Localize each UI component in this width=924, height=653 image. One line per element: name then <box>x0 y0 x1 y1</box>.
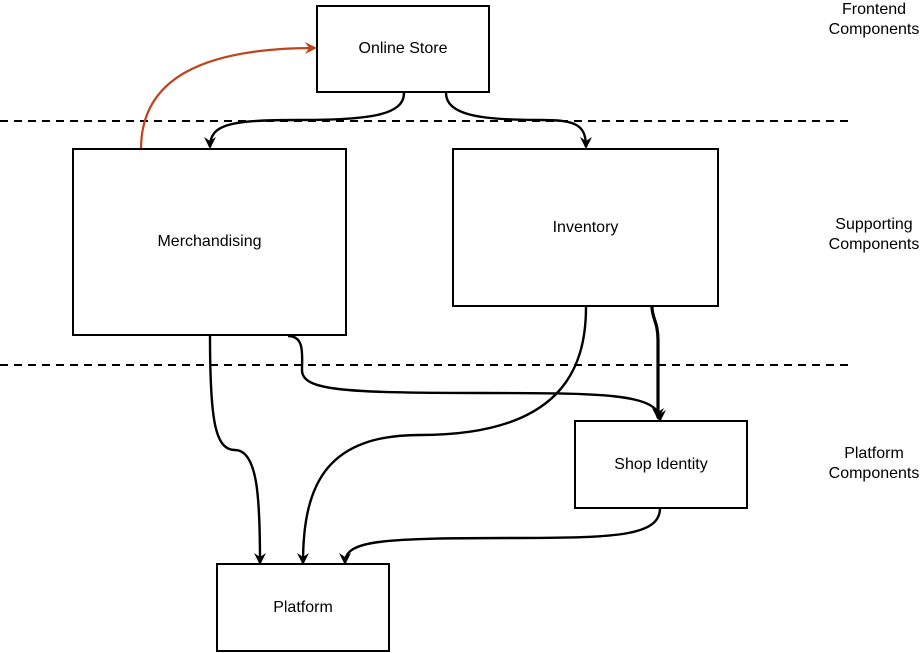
edge-inventory-to-platform <box>297 306 588 565</box>
edge-inventory-to-shop-identity <box>650 306 664 420</box>
layer-label-platform-line1: Platform <box>844 445 904 462</box>
layer-label-supporting: Supporting Components <box>824 215 924 255</box>
node-shop-identity-label: Shop Identity <box>614 455 708 473</box>
node-inventory[interactable]: Inventory <box>452 148 719 307</box>
node-merchandising-label: Merchandising <box>157 233 262 250</box>
layer-label-platform-line2: Components <box>828 465 920 482</box>
node-platform-label: Platform <box>273 598 333 616</box>
layer-label-frontend-line1: Frontend <box>841 1 907 18</box>
layer-label-frontend: Frontend Components <box>824 0 924 40</box>
edge-online-store-to-inventory <box>444 92 592 149</box>
edge-merchandising-to-shop-identity <box>287 334 666 422</box>
node-platform[interactable]: Platform <box>216 563 390 652</box>
layer-label-supporting-line2: Components <box>828 236 920 253</box>
node-shop-identity[interactable]: Shop Identity <box>574 420 748 509</box>
layer-label-platform: Platform Components <box>824 444 924 484</box>
node-online-store-label: Online Store <box>358 40 448 57</box>
edge-merchandising-to-online-store <box>139 42 317 150</box>
edge-shop-identity-to-platform <box>339 507 662 565</box>
node-inventory-label: Inventory <box>552 218 619 236</box>
layer-label-supporting-line1: Supporting <box>835 216 913 233</box>
node-merchandising[interactable]: Merchandising <box>72 148 347 336</box>
layer-label-frontend-line2: Components <box>828 21 920 38</box>
node-online-store[interactable]: Online Store <box>316 5 490 93</box>
edge-online-store-to-merchandising <box>204 92 406 149</box>
edge-merchandising-to-platform <box>208 335 266 565</box>
